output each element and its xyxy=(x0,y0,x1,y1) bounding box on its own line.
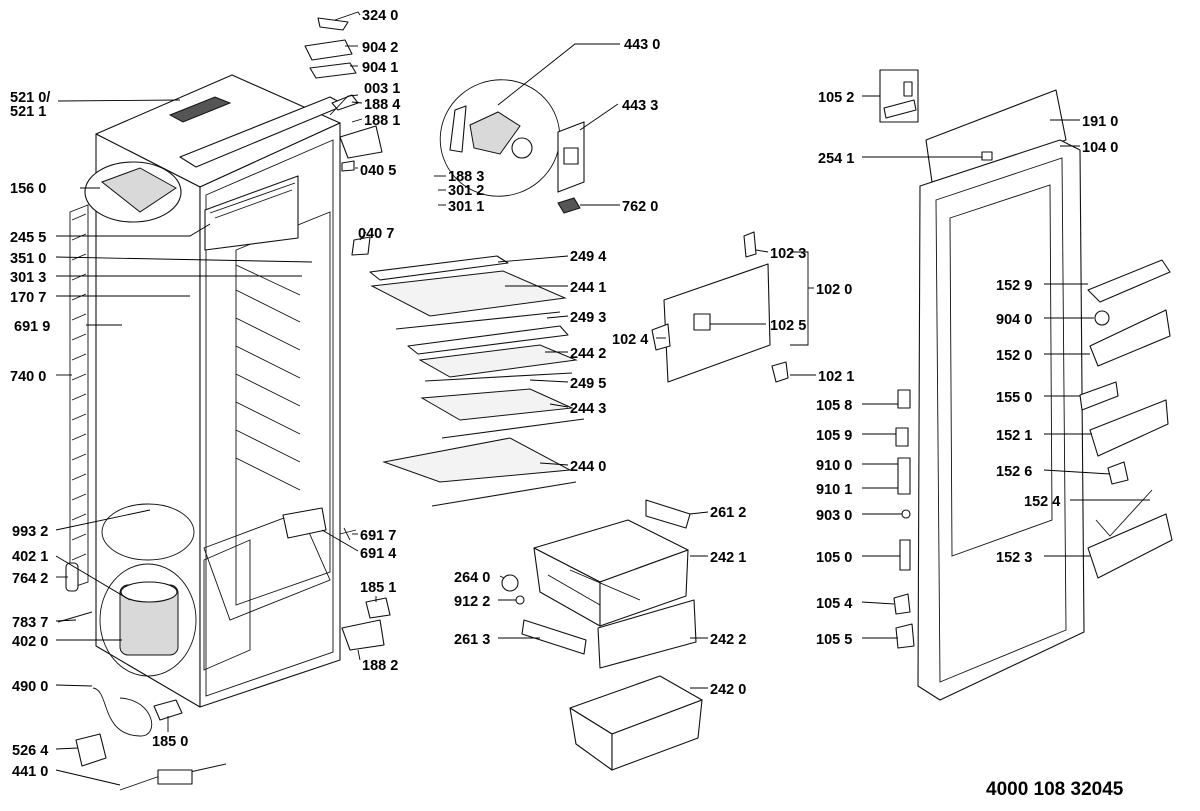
crisper-drawers xyxy=(501,499,703,771)
label-904-1: 904 1 xyxy=(362,60,398,76)
label-912-2: 912 2 xyxy=(454,594,490,610)
label-244-1: 244 1 xyxy=(570,280,606,296)
label-264-0: 264 0 xyxy=(454,570,490,586)
label-040-7: 040 7 xyxy=(358,226,394,242)
label-104-0: 104 0 xyxy=(1082,140,1118,156)
drawing-reference-number: 4000 108 32045 xyxy=(986,779,1124,800)
freezer-door xyxy=(651,231,789,383)
label-443-0: 443 0 xyxy=(624,37,660,53)
label-261-2: 261 2 xyxy=(710,505,746,521)
label-102-4: 102 4 xyxy=(612,332,648,348)
label-783-7: 783 7 xyxy=(12,615,48,631)
label-156-0: 156 0 xyxy=(10,181,46,197)
label-185-0: 185 0 xyxy=(152,734,188,750)
ice-tray xyxy=(84,161,182,223)
label-526-4: 526 4 xyxy=(12,743,48,759)
shelf-rails xyxy=(235,264,301,491)
label-443-3: 443 3 xyxy=(622,98,658,114)
label-242-0: 242 0 xyxy=(710,682,746,698)
label-244-0: 244 0 xyxy=(570,459,606,475)
label-244-2: 244 2 xyxy=(570,346,606,362)
label-254-1: 254 1 xyxy=(818,151,854,167)
label-105-8: 105 8 xyxy=(816,398,852,414)
label-249-5: 249 5 xyxy=(570,376,606,392)
label-102-1: 102 1 xyxy=(818,369,854,385)
label-242-2: 242 2 xyxy=(710,632,746,648)
label-261-3: 261 3 xyxy=(454,632,490,648)
label-102-0: 102 0 xyxy=(816,282,852,298)
label-242-1: 242 1 xyxy=(710,550,746,566)
label-351-0: 351 0 xyxy=(10,251,46,267)
label-521-0: 521 0/ xyxy=(10,90,50,106)
label-152-9: 152 9 xyxy=(996,278,1032,294)
label-105-2: 105 2 xyxy=(818,90,854,106)
part-labels: 324 0 904 2 904 1 521 0/ 521 1 003 1 188… xyxy=(10,8,1118,780)
label-910-0: 910 0 xyxy=(816,458,852,474)
label-402-0: 402 0 xyxy=(12,634,48,650)
label-152-1: 152 1 xyxy=(996,428,1032,444)
label-910-1: 910 1 xyxy=(816,482,852,498)
label-740-0: 740 0 xyxy=(10,369,46,385)
label-040-5: 040 5 xyxy=(360,163,396,179)
control-unit xyxy=(439,79,585,214)
label-490-0: 490 0 xyxy=(12,679,48,695)
label-102-5: 102 5 xyxy=(770,318,806,334)
label-301-3: 301 3 xyxy=(10,270,46,286)
label-904-2: 904 2 xyxy=(362,40,398,56)
refrigerator-door xyxy=(879,69,1173,701)
label-764-2: 764 2 xyxy=(12,571,48,587)
label-691-7: 691 7 xyxy=(360,528,396,544)
label-301-2: 301 2 xyxy=(448,183,484,199)
label-762-0: 762 0 xyxy=(622,199,658,215)
label-170-7: 170 7 xyxy=(10,290,46,306)
label-691-4: 691 4 xyxy=(360,546,396,562)
label-003-1: 003 1 xyxy=(364,81,400,97)
label-301-1: 301 1 xyxy=(448,199,484,215)
label-993-2: 993 2 xyxy=(12,524,48,540)
label-249-3: 249 3 xyxy=(570,310,606,326)
label-691-9: 691 9 xyxy=(14,319,50,335)
label-152-0: 152 0 xyxy=(996,348,1032,364)
label-249-4: 249 4 xyxy=(570,249,606,265)
label-188-3: 188 3 xyxy=(448,169,484,185)
label-155-0: 155 0 xyxy=(996,390,1032,406)
glass-shelves xyxy=(369,255,585,507)
label-188-1: 188 1 xyxy=(364,113,400,129)
label-152-4: 152 4 xyxy=(1024,494,1060,510)
label-185-1: 185 1 xyxy=(360,580,396,596)
label-191-0: 191 0 xyxy=(1082,114,1118,130)
label-152-6: 152 6 xyxy=(996,464,1032,480)
label-105-9: 105 9 xyxy=(816,428,852,444)
refrigerator-cabinet xyxy=(57,17,391,791)
label-188-4: 188 4 xyxy=(364,97,400,113)
label-904-0: 904 0 xyxy=(996,312,1032,328)
label-521-1: 521 1 xyxy=(10,104,46,120)
label-105-4: 105 4 xyxy=(816,596,852,612)
label-244-3: 244 3 xyxy=(570,401,606,417)
label-402-1: 402 1 xyxy=(12,549,48,565)
label-152-3: 152 3 xyxy=(996,550,1032,566)
leader-lines xyxy=(55,11,1150,786)
label-188-2: 188 2 xyxy=(362,658,398,674)
label-903-0: 903 0 xyxy=(816,508,852,524)
label-441-0: 441 0 xyxy=(12,764,48,780)
label-324-0: 324 0 xyxy=(362,8,398,24)
label-102-3: 102 3 xyxy=(770,246,806,262)
label-105-0: 105 0 xyxy=(816,550,852,566)
label-245-5: 245 5 xyxy=(10,230,46,246)
label-105-5: 105 5 xyxy=(816,632,852,648)
